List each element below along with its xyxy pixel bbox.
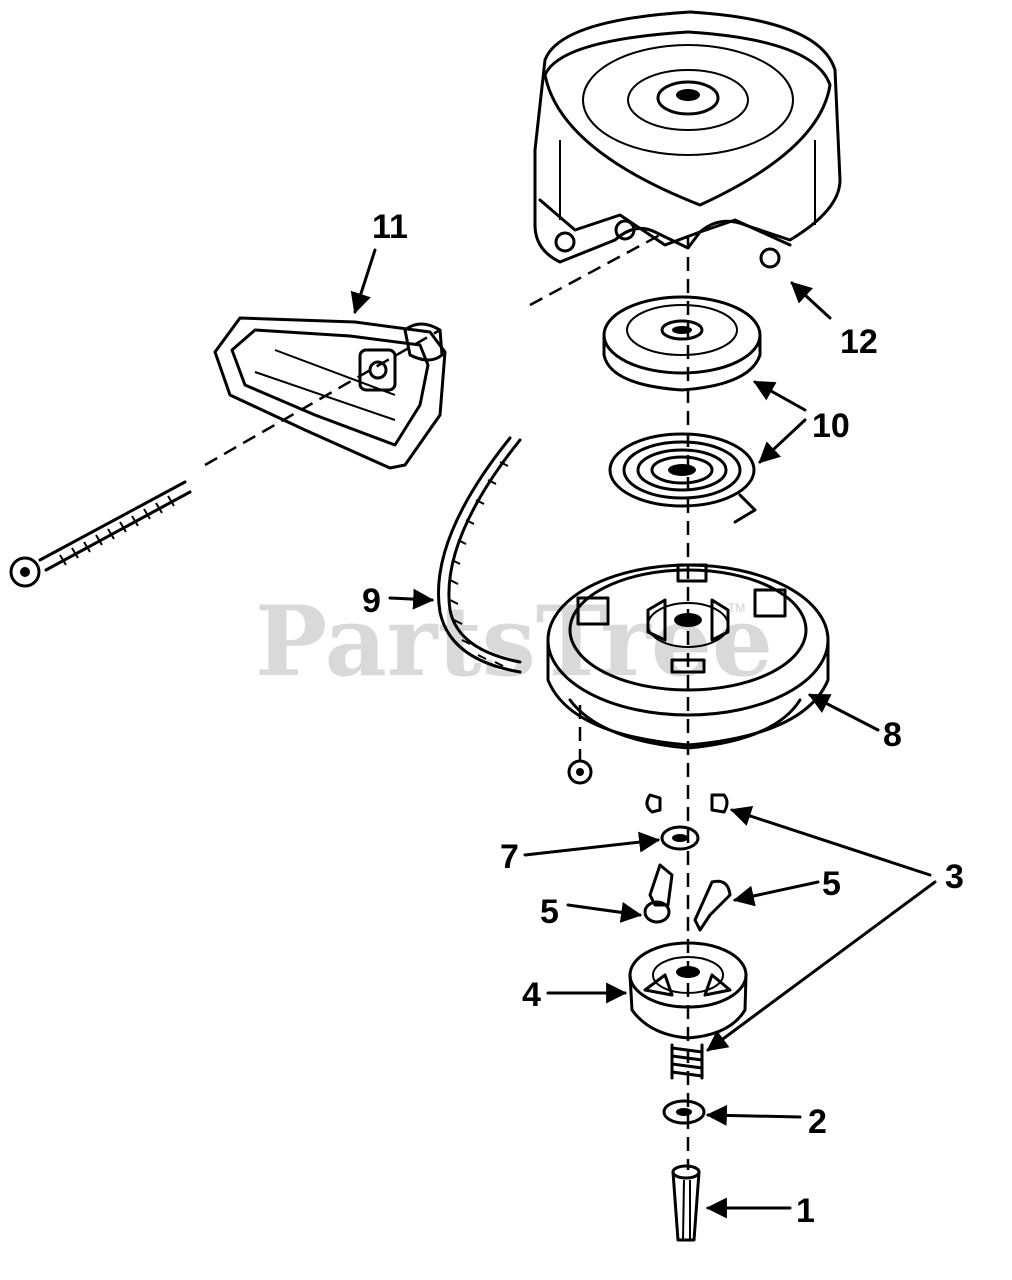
callout-2: 2 [808, 1103, 827, 1141]
callout-12: 12 [840, 323, 878, 361]
rope-guide-axis [529, 233, 661, 307]
pawl-right [693, 879, 732, 932]
leader-lines [350, 248, 937, 1219]
watermark-tm: TM [728, 601, 745, 615]
recoil-spring [608, 432, 757, 524]
handle-bolt [9, 480, 192, 588]
ratchet-hub [628, 941, 748, 1040]
leader-7 [523, 831, 661, 857]
retainer-clips [645, 793, 729, 814]
leader-8 [808, 693, 880, 732]
washer-2 [662, 1099, 706, 1125]
starter-pulley [546, 563, 830, 750]
starter-housing [533, 10, 842, 269]
leader-2 [705, 1104, 802, 1126]
callouts: 11 12 10 9 8 3 7 5 5 4 2 1 [362, 208, 964, 1230]
watermark: PartsTree TM [255, 585, 773, 698]
callout-3: 3 [945, 858, 964, 896]
callout-4: 4 [522, 976, 541, 1014]
spring-cover [602, 295, 762, 392]
callout-9: 9 [362, 582, 381, 620]
leader-10a [753, 380, 807, 412]
watermark-text: PartsTree [255, 585, 773, 698]
leader-5b [732, 880, 820, 907]
bolt-axis [204, 328, 441, 467]
center-pin [671, 1164, 701, 1242]
washer-7 [660, 825, 700, 851]
compression-spring [670, 1043, 704, 1080]
pulley-nut [567, 759, 593, 785]
leader-3a [730, 805, 932, 877]
leader-12 [790, 281, 832, 320]
callout-1: 1 [796, 1192, 815, 1230]
callout-10: 10 [812, 407, 850, 445]
callout-5-left: 5 [540, 893, 559, 931]
callout-8: 8 [883, 716, 902, 754]
starter-rope [436, 436, 522, 674]
leader-3b [706, 880, 937, 1052]
leader-5a [566, 901, 643, 923]
leader-9 [388, 588, 435, 610]
leader-11 [350, 248, 377, 314]
leader-10b [758, 418, 807, 464]
starter-handle [213, 316, 447, 470]
callout-11: 11 [372, 208, 408, 246]
callout-7: 7 [500, 838, 519, 876]
callout-5-right: 5 [822, 865, 841, 903]
pawl-left [643, 863, 674, 924]
